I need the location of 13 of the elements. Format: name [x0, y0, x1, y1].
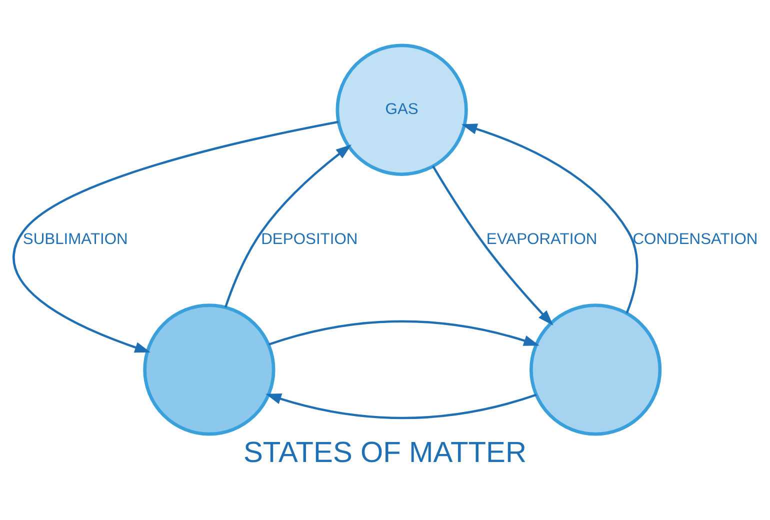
- diagram-title: STATES OF MATTER: [244, 436, 527, 468]
- edge-label: EVAPORATION: [486, 230, 598, 248]
- arrow: [432, 165, 554, 326]
- arrow: [12, 120, 339, 352]
- arrow: [224, 144, 352, 308]
- arrow: [266, 393, 537, 419]
- arrow: [268, 320, 540, 346]
- node-circle: [529, 303, 662, 436]
- arrow: [461, 123, 638, 314]
- node-circle: [143, 303, 276, 436]
- edge-label: DEPOSITION: [261, 230, 358, 248]
- edge-label: CONDENSATION: [632, 230, 758, 248]
- edge-label: SUBLIMATION: [22, 230, 128, 248]
